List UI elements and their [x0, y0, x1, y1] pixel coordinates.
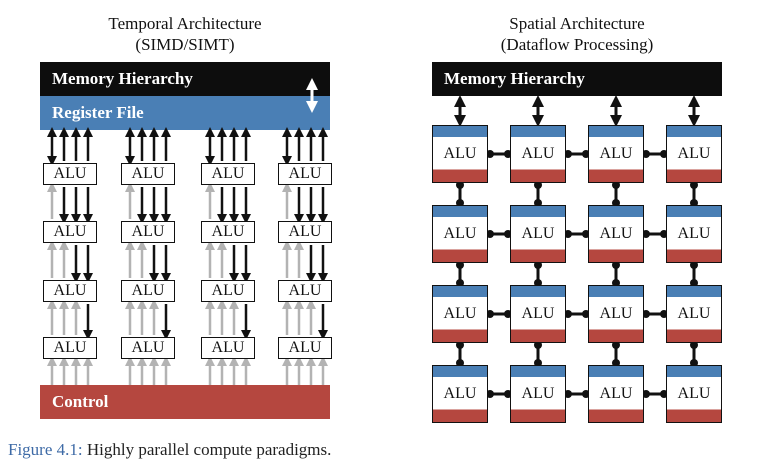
temporal-alu-r1-c3: ALU — [201, 163, 255, 185]
spatial-memory-bar: Memory Hierarchy — [432, 62, 722, 96]
spatial-alu-r4-c1: ALU — [432, 365, 488, 423]
spatial-alu-r1-c3: ALU — [588, 125, 644, 183]
temporal-alu-r3-c2: ALU — [121, 280, 175, 302]
figure-caption: Figure 4.1: Highly parallel compute para… — [8, 440, 331, 460]
temporal-alu-r4-c4: ALU — [278, 337, 332, 359]
spatial-alu-r1-c2: ALU — [510, 125, 566, 183]
spatial-alu-r3-c2: ALU — [510, 285, 566, 343]
spatial-alu-r2-c1: ALU — [432, 205, 488, 263]
temporal-heading: Temporal Architecture (SIMD/SIMT) — [40, 13, 330, 55]
temporal-alu-r3-c1: ALU — [43, 280, 97, 302]
temporal-alu-r1-c1: ALU — [43, 163, 97, 185]
cropped-heading-residue — [0, 0, 250, 6]
temporal-alu-r4-c1: ALU — [43, 337, 97, 359]
caption-text: Highly parallel compute paradigms. — [82, 440, 332, 459]
spatial-alu-r4-c3: ALU — [588, 365, 644, 423]
temporal-alu-r1-c2: ALU — [121, 163, 175, 185]
spatial-alu-r1-c1: ALU — [432, 125, 488, 183]
spatial-alu-r4-c2: ALU — [510, 365, 566, 423]
spatial-alu-r3-c1: ALU — [432, 285, 488, 343]
spatial-alu-r2-c4: ALU — [666, 205, 722, 263]
temporal-title: Temporal Architecture — [108, 14, 262, 33]
temporal-alu-r2-c4: ALU — [278, 221, 332, 243]
temporal-alu-r4-c2: ALU — [121, 337, 175, 359]
temporal-control-bar: Control — [40, 385, 330, 419]
spatial-title: Spatial Architecture — [509, 14, 645, 33]
spatial-alu-r2-c3: ALU — [588, 205, 644, 263]
spatial-alu-r2-c2: ALU — [510, 205, 566, 263]
temporal-alu-r4-c3: ALU — [201, 337, 255, 359]
temporal-alu-r2-c3: ALU — [201, 221, 255, 243]
spatial-alu-r4-c4: ALU — [666, 365, 722, 423]
spatial-alu-r1-c4: ALU — [666, 125, 722, 183]
temporal-register-bar: Register File — [40, 96, 330, 130]
temporal-memory-bar: Memory Hierarchy — [40, 62, 330, 96]
spatial-subtitle: (Dataflow Processing) — [500, 35, 654, 54]
caption-label: Figure 4.1: — [8, 440, 83, 459]
temporal-alu-r3-c3: ALU — [201, 280, 255, 302]
spatial-alu-r3-c3: ALU — [588, 285, 644, 343]
spatial-heading: Spatial Architecture (Dataflow Processin… — [432, 13, 722, 55]
temporal-alu-r2-c2: ALU — [121, 221, 175, 243]
spatial-interconnect — [454, 95, 700, 398]
spatial-alu-r3-c4: ALU — [666, 285, 722, 343]
temporal-alu-r2-c1: ALU — [43, 221, 97, 243]
temporal-subtitle: (SIMD/SIMT) — [135, 35, 235, 54]
temporal-alu-r3-c4: ALU — [278, 280, 332, 302]
temporal-alu-r1-c4: ALU — [278, 163, 332, 185]
